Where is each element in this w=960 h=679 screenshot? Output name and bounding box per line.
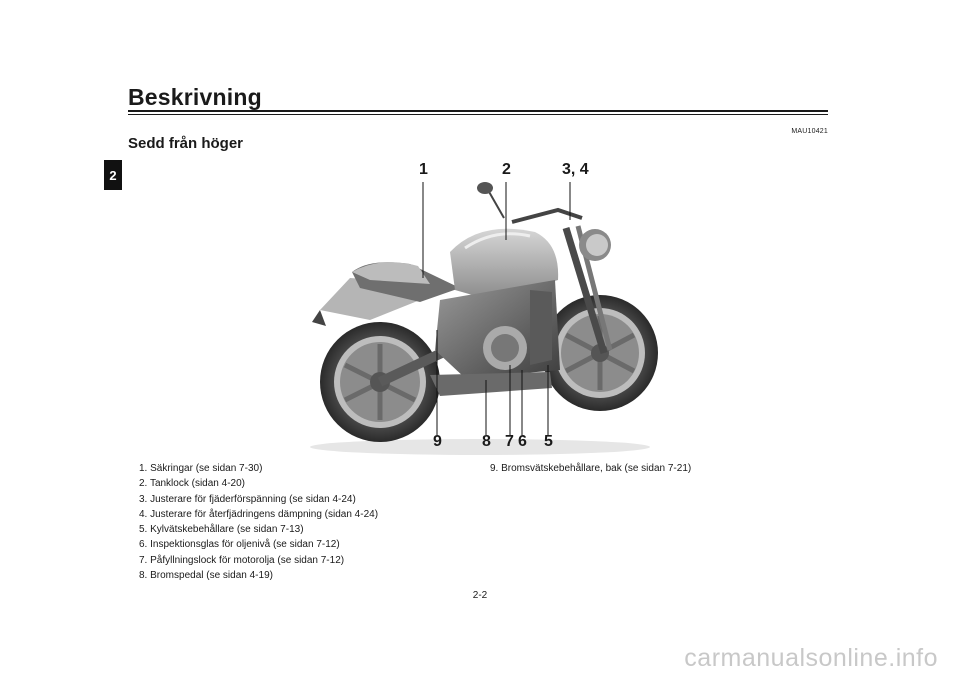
callout-2: 2 xyxy=(502,161,511,178)
motorcycle-figure xyxy=(290,160,680,460)
page-title: Beskrivning xyxy=(128,84,262,110)
reference-code: MAU10421 xyxy=(791,128,828,135)
list-item: 7. Påfyllningslock för motorolja (se sid… xyxy=(139,554,345,566)
list-item: 9. Bromsvätskebehållare, bak (se sidan 7… xyxy=(490,463,692,474)
list-item: 8. Bromspedal (se sidan 4-19) xyxy=(139,570,273,582)
callout-5: 5 xyxy=(544,433,553,450)
list-item: 2. Tanklock (sidan 4-20) xyxy=(139,478,245,490)
callout-9: 9 xyxy=(433,433,442,450)
callout-8: 8 xyxy=(482,433,491,450)
front-wheel xyxy=(542,295,658,411)
title-rule-thin xyxy=(128,114,828,115)
list-item: 4. Justerare för återfjädringens dämpnin… xyxy=(139,508,379,520)
list-item: 1. Säkringar (se sidan 7-30) xyxy=(139,463,263,474)
title-rule xyxy=(128,110,828,112)
watermark: carmanualsonline.info xyxy=(684,644,938,672)
page-number: 2-2 xyxy=(472,590,488,601)
callout-7: 7 xyxy=(505,433,514,450)
list-item: 6. Inspektionsglas för oljenivå (se sida… xyxy=(139,539,340,551)
callout-3-4: 3, 4 xyxy=(562,161,589,178)
motorcycle-illustration xyxy=(310,182,658,455)
rear-wheel xyxy=(320,322,440,442)
list-item: 3. Justerare för fjäderförspänning (se s… xyxy=(139,493,356,505)
list-item: 5. Kylvätskebehållare (se sidan 7-13) xyxy=(139,524,304,536)
chapter-tab[interactable]: 2 xyxy=(104,160,122,190)
callout-1: 1 xyxy=(419,161,428,178)
callout-6: 6 xyxy=(518,433,527,450)
parts-list-right: 9. Bromsvätskebehållare, bak (se sidan 7… xyxy=(490,461,691,476)
parts-list-left: 1. Säkringar (se sidan 7-30) 2. Tanklock… xyxy=(139,461,378,583)
section-title: Sedd från höger xyxy=(128,135,244,152)
